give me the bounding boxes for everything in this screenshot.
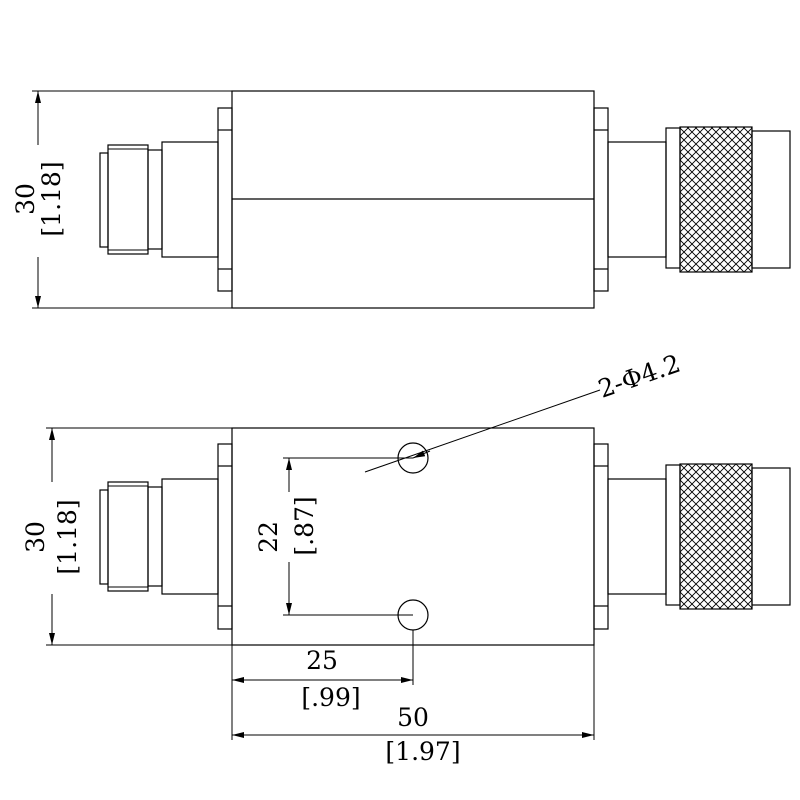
bottom-left-connector <box>99 478 219 595</box>
top-knurled-nut <box>679 126 753 273</box>
hole-offset-in: [.99] <box>301 683 360 712</box>
length-dimension: 50 [1.97] <box>232 645 595 768</box>
length-in: [1.97] <box>385 737 460 766</box>
hole-offset-mm: 25 <box>306 646 338 675</box>
top-height-mm: 30 <box>11 183 40 215</box>
top-right-flange <box>593 107 609 292</box>
bottom-knurled-nut <box>679 463 753 610</box>
hole-callout-text: 2-Φ4.2 <box>595 349 684 404</box>
hole-offset-dimension: 25 [.99] <box>231 630 414 740</box>
bottom-height-dimension: 30 [1.18] <box>20 427 232 646</box>
top-height-in: [1.18] <box>37 161 66 236</box>
top-left-flange <box>217 107 233 292</box>
top-view: 30 [1.18] <box>6 90 791 309</box>
bottom-height-in: [1.18] <box>53 499 82 574</box>
hole-spacing-dimension: 22 [.87] <box>254 457 413 616</box>
top-right-connector <box>607 126 791 273</box>
hole-spacing-in: [.87] <box>290 496 319 555</box>
hole-spacing-mm: 22 <box>254 521 283 553</box>
hole-callout: 2-Φ4.2 <box>364 349 684 473</box>
top-height-dimension: 30 [1.18] <box>6 90 232 309</box>
bottom-view: 22 [.87] 2-Φ4.2 25 [.99] 50 [1.97] <box>20 349 791 768</box>
bottom-height-mm: 30 <box>21 521 50 553</box>
top-left-connector <box>99 141 219 258</box>
bottom-left-flange <box>217 443 233 630</box>
bottom-right-connector <box>607 463 791 610</box>
length-mm: 50 <box>397 703 429 732</box>
bottom-right-flange <box>593 443 609 630</box>
